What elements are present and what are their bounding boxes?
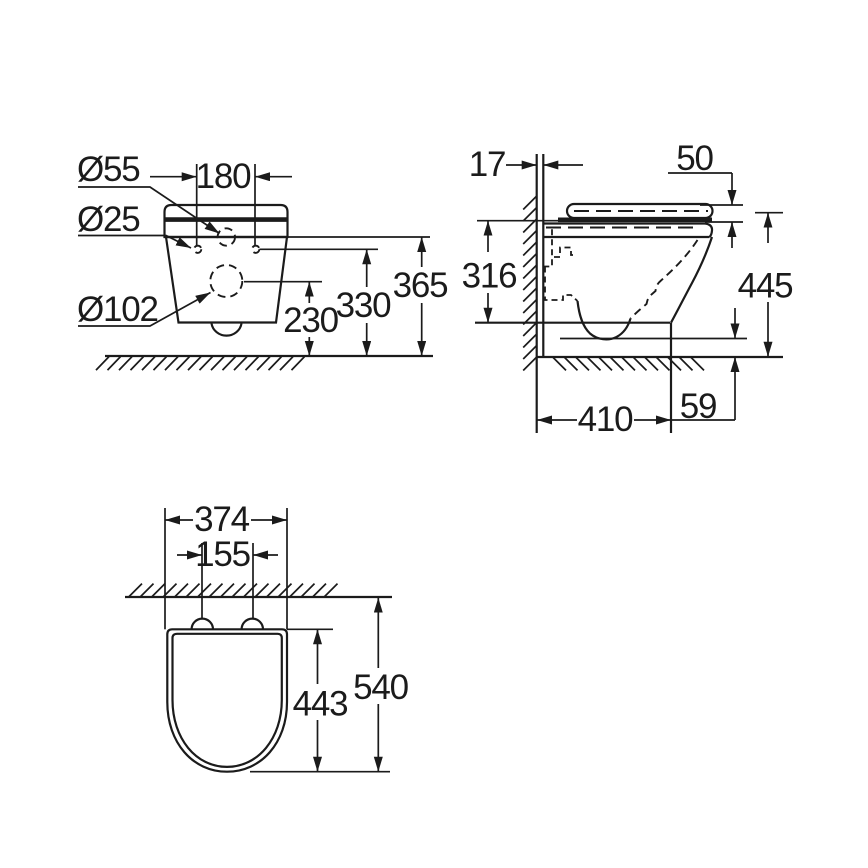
fixing-hole-right [251,244,261,254]
hatching [95,195,705,598]
front-view-outline [105,203,433,358]
pan-outer [166,628,289,773]
top-view-dimensions: 374 155 443 540 [164,500,410,773]
dim-label-445: 445 [738,267,793,306]
dim-label-374: 374 [194,500,250,539]
top-view: 374 155 443 540 [125,500,410,773]
dim-label-dia25: Ø25 [77,200,140,239]
top-view-outline [125,595,392,773]
dim-label-540: 540 [353,668,409,707]
dim-label-dia55: Ø55 [77,150,140,189]
front-view-dimensions: Ø55 Ø25 Ø102 180 365 330 230 [77,150,449,356]
dim-label-230: 230 [283,301,339,340]
hinge-left [190,617,215,630]
dim-label-50: 50 [676,139,713,178]
dim-label-365: 365 [393,266,448,305]
side-view: 17 50 316 445 410 59 [462,139,794,439]
bowl-profile [670,236,714,324]
dim-label-316: 316 [462,257,517,296]
fixing-hole-left [193,244,203,254]
seat-hole-55 [216,227,236,247]
flush-hole-102 [209,264,244,298]
dim-label-dia102: Ø102 [77,290,158,329]
dim-label-410: 410 [578,400,634,439]
bowl-interior-hidden [629,239,699,320]
dim-label-180: 180 [196,157,252,196]
flush-channel-hidden [543,228,553,268]
side-view-outline [475,154,783,433]
hinge-right [240,617,265,630]
side-view-dimensions: 17 50 316 445 410 59 [462,139,794,439]
dim-label-59: 59 [680,387,717,426]
front-view: Ø55 Ø25 Ø102 180 365 330 230 [77,150,449,358]
dim-label-330: 330 [336,286,392,325]
dim-label-155: 155 [195,535,250,574]
dim-label-443: 443 [293,685,348,724]
outlet-bump [210,323,243,337]
pan-inner [171,632,283,769]
dim-label-17: 17 [469,145,506,184]
